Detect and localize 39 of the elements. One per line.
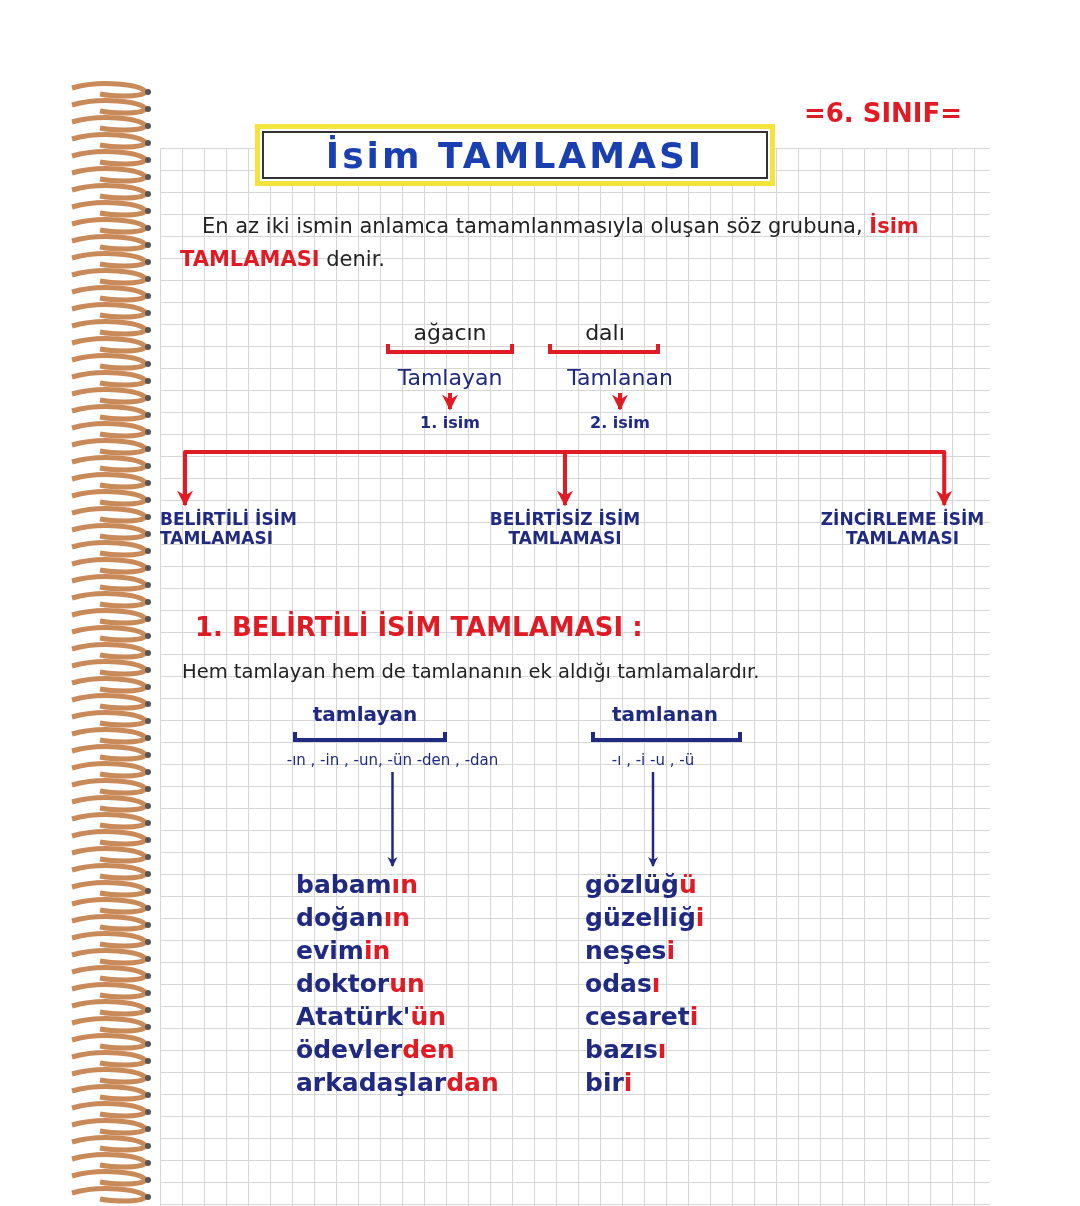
arrow: [177, 450, 565, 507]
section-heading: 1. BELİRTİLİ İSİM TAMLAMASI :: [195, 612, 644, 644]
example-word: biri: [585, 1067, 634, 1099]
column-heading: tamlayan: [311, 702, 419, 726]
arrow: [612, 393, 628, 411]
example-word: odası: [585, 968, 662, 1000]
column-heading: tamlanan: [610, 702, 720, 726]
arrow: [565, 450, 953, 507]
example-word: ağacın: [412, 320, 488, 347]
term-label: 2. isim: [589, 414, 651, 432]
example-word: doktorun: [296, 968, 426, 1000]
example-word: Atatürk'ün: [296, 1001, 448, 1033]
arrow: [387, 772, 398, 867]
example-word: evimin: [296, 935, 392, 967]
category-label: BELİRTİSİZ İSİM TAMLAMASI: [488, 510, 642, 548]
arrow: [442, 393, 458, 411]
example-word: neşesi: [585, 935, 677, 967]
example-word: dalı: [584, 320, 626, 347]
term-label: Tamlayan: [396, 366, 504, 391]
example-word: cesareti: [585, 1001, 700, 1033]
example-word: ödevlerden: [296, 1034, 456, 1066]
class-label: =6. SINIF=: [802, 98, 964, 130]
term-label: Tamlanan: [566, 366, 674, 391]
example-word: doğanın: [296, 902, 411, 934]
title: İsim TAMLAMASI: [325, 134, 705, 176]
definition-text: En az iki ismin anlamca tamamlanmasıyla oluşan söz grubuna, İsim TAMLAMASI denir.: [180, 212, 920, 273]
example-word: babamın: [296, 869, 419, 901]
term-label: 1. isim: [419, 414, 481, 432]
definition-text: Hem tamlayan hem de tamlananın ek aldığı tamlamalardır.: [182, 660, 761, 684]
category-label: ZİNCİRLEME İSİM TAMLAMASI: [819, 510, 986, 548]
suffix-list: -ın , -in , -un, -ün -den , -dan: [285, 752, 500, 769]
category-label: BELİRTİLİ İSİM TAMLAMASI: [160, 510, 298, 548]
arrow: [557, 452, 573, 507]
example-word: bazısı: [585, 1034, 668, 1066]
example-word: güzelliği: [585, 902, 706, 934]
example-word: arkadaşlardan: [296, 1067, 500, 1099]
arrow: [648, 772, 658, 867]
example-word: gözlüğü: [585, 869, 698, 901]
suffix-list: -ı , -i -u , -ü: [608, 752, 698, 769]
